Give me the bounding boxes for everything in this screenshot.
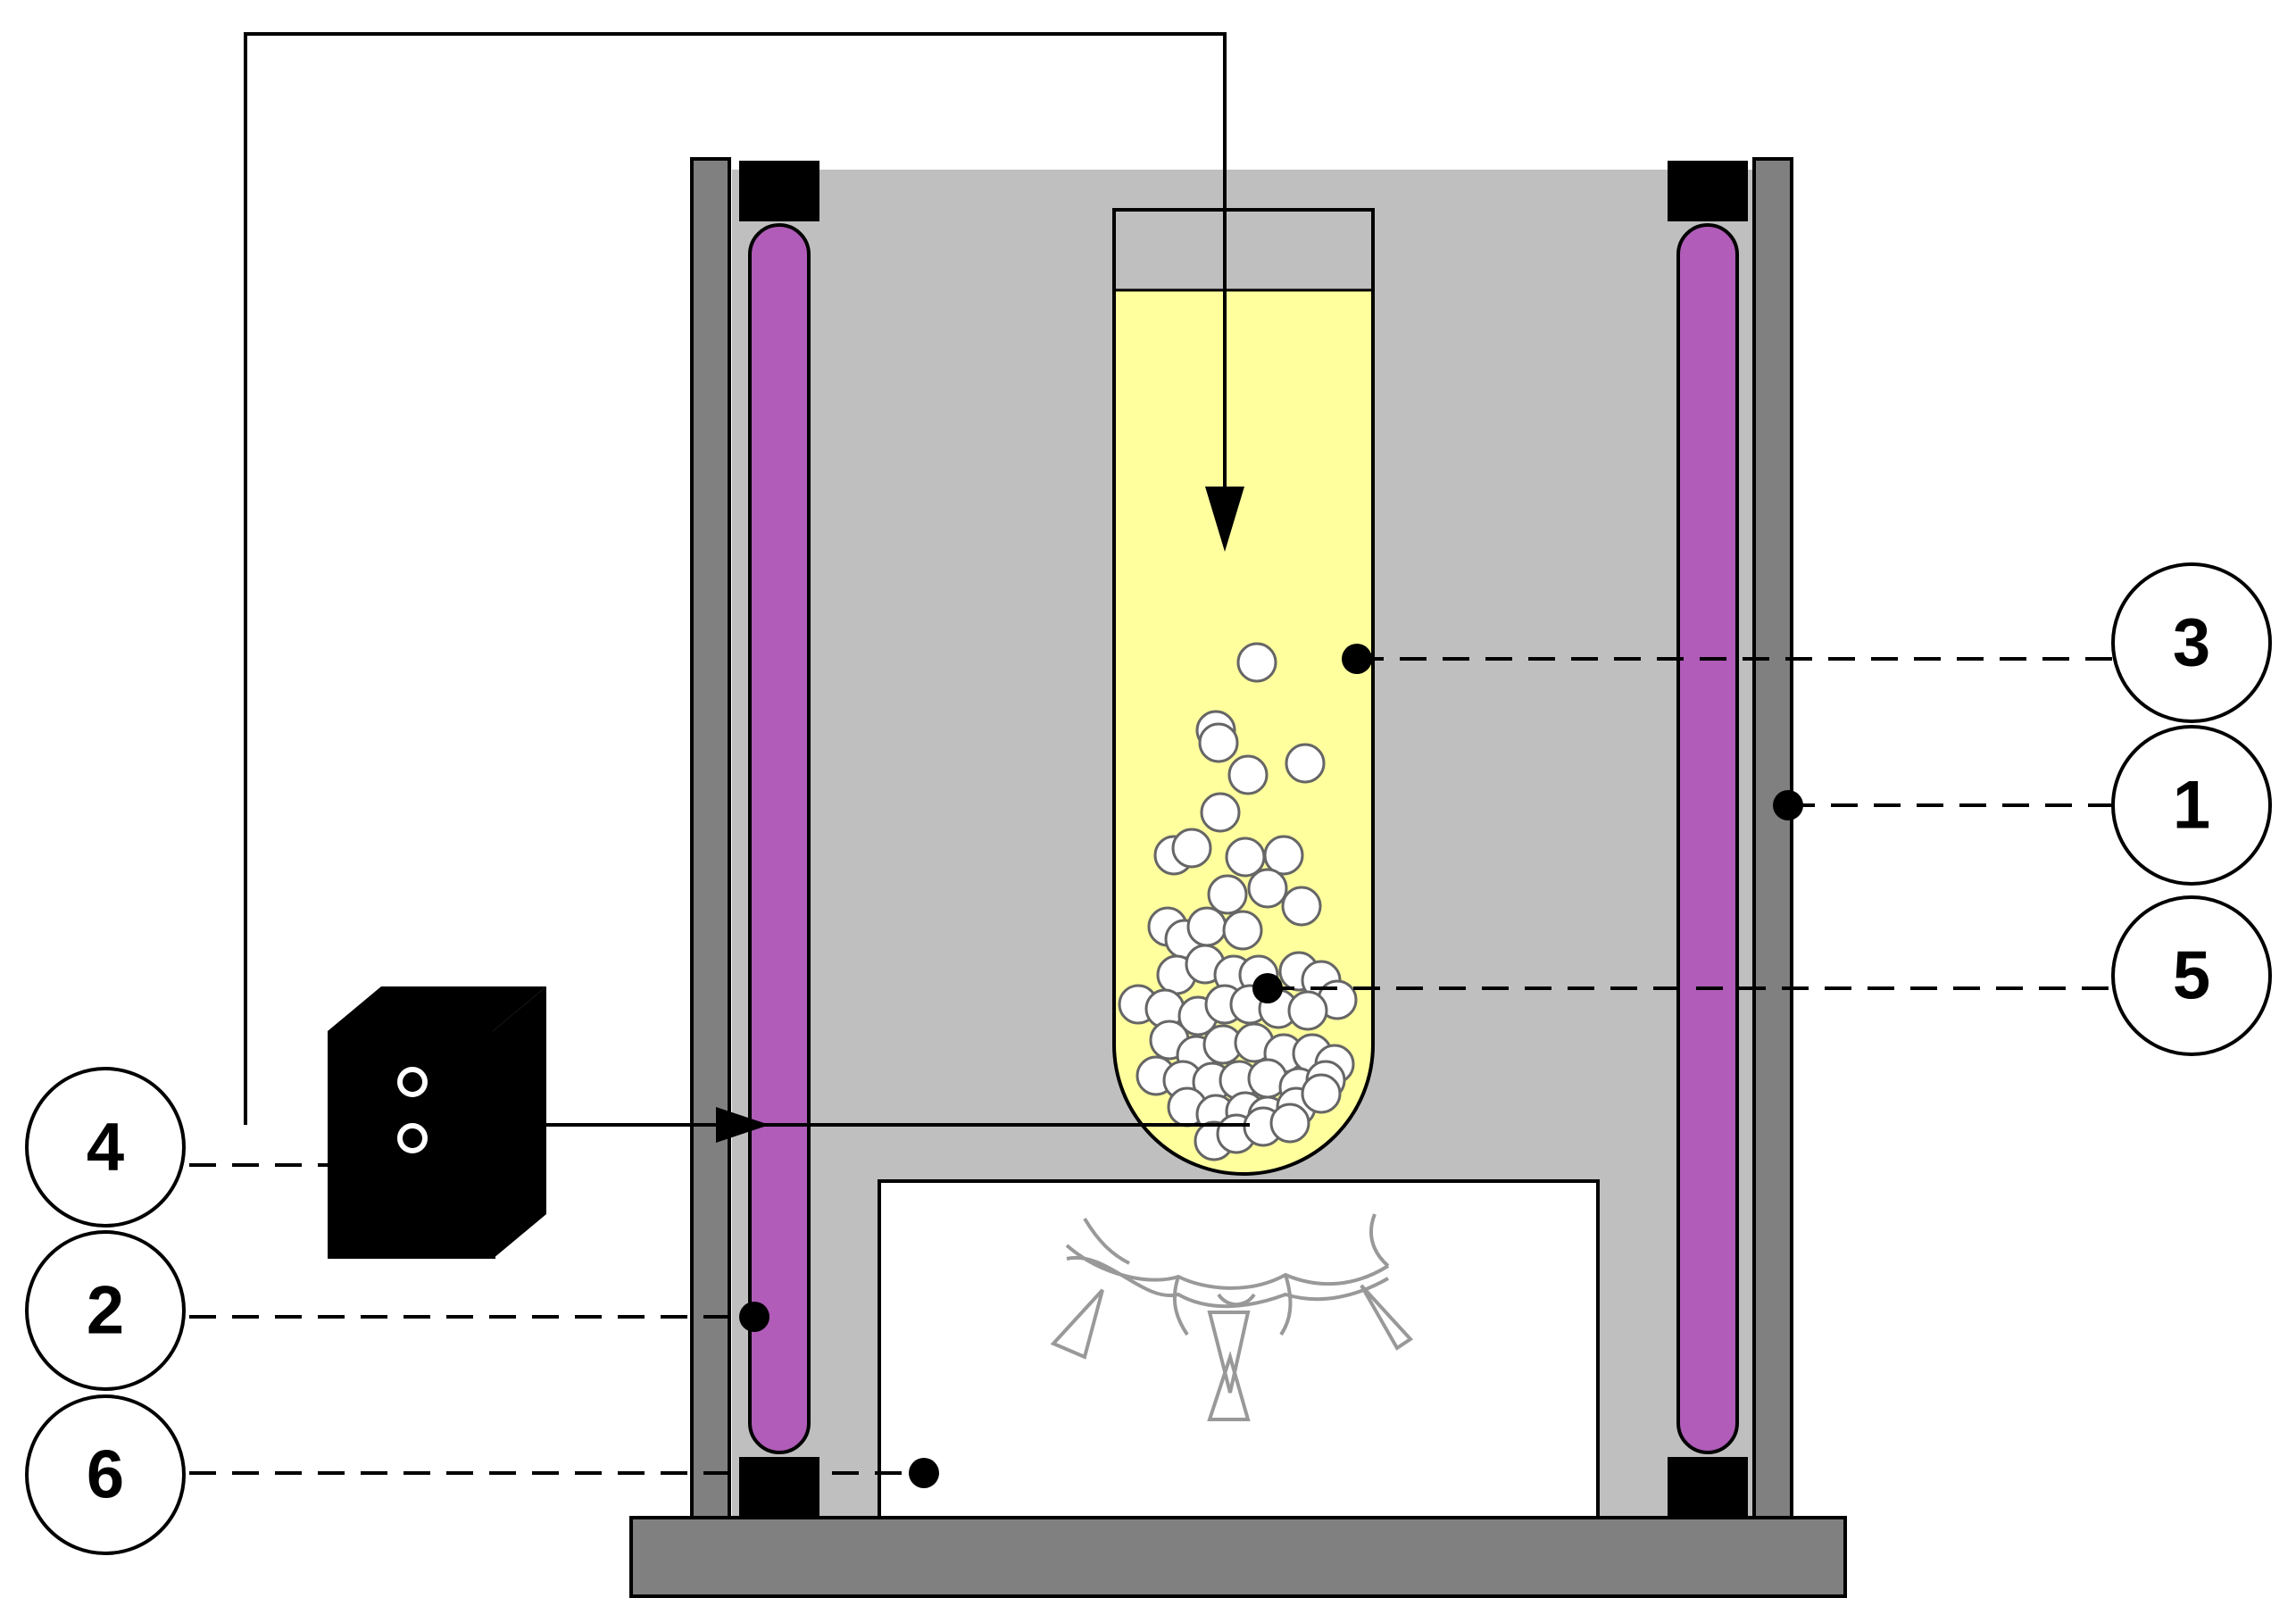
bead [1285,743,1326,784]
bead [1171,828,1212,869]
callout-4: 4 [25,1067,186,1228]
bead [1200,792,1241,833]
callout-label: 5 [2173,938,2210,1014]
uv-lamp-left [739,161,819,1518]
bead [1281,886,1322,927]
bead [1263,835,1304,876]
magnetic-stirrer-icon [878,1179,1600,1519]
callout-label: 2 [87,1273,124,1349]
callout-3: 3 [2111,562,2272,723]
bead [1247,868,1288,909]
bead [1207,874,1248,915]
callout-2: 2 [25,1230,186,1391]
bead-cluster [1118,642,1358,1161]
base-plate [629,1516,1847,1598]
bead [1186,906,1227,947]
chamber-wall-left [690,157,731,1522]
uv-lamp-right [1668,161,1748,1518]
callout-label: 1 [2173,768,2210,844]
bead [1227,754,1269,795]
bead [1198,722,1239,763]
leader-dots [739,644,1803,1488]
chamber-wall-right [1752,157,1793,1522]
callout-6: 6 [25,1394,186,1555]
pump-icon [328,986,546,1259]
bead [1287,990,1328,1031]
flow-arrow-down [1205,487,1244,552]
flow-arrow-left [716,1107,769,1143]
bead [1222,910,1263,951]
bead [1301,1073,1342,1114]
callout-label: 6 [87,1437,124,1513]
bead [1225,836,1266,878]
callout-label: 3 [2173,605,2210,681]
callout-1: 1 [2111,725,2272,886]
bead [1236,642,1277,683]
callout-label: 4 [87,1110,124,1186]
callout-5: 5 [2111,895,2272,1056]
stir-pattern-icon [1050,1213,1414,1421]
circulation-loop [244,32,1250,1127]
bead [1269,1103,1310,1144]
leader-lines [189,657,2113,1475]
